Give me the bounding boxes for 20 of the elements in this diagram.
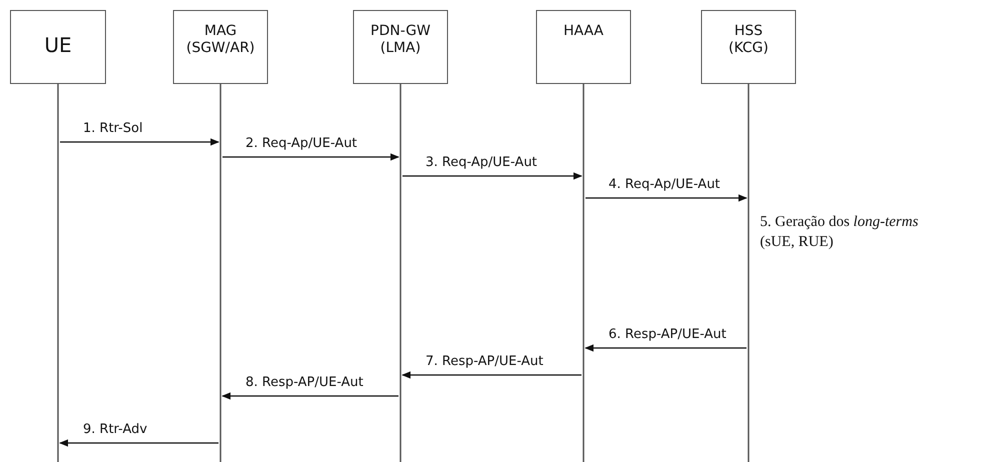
edge-label: 2. Req-Ap/UE-Aut	[244, 136, 358, 151]
edge-label: 8. Resp-AP/UE-Aut	[244, 375, 364, 390]
participant-name: HSS (KCG)	[728, 23, 770, 57]
message-arrow	[402, 172, 582, 180]
message-arrow	[586, 194, 748, 202]
step-note: 5. Geração dos long-terms (sUE, RUE)	[760, 213, 920, 252]
message-arrow	[584, 344, 746, 352]
message-arrow	[59, 439, 218, 447]
participant-name: PDN-GW (LMA)	[370, 23, 432, 57]
message-arrow	[222, 153, 400, 161]
message-arrow	[222, 392, 398, 400]
participant-name: MAG (SGW/AR)	[186, 23, 255, 57]
message-arrow	[402, 371, 582, 379]
edge-label: 6. Resp-AP/UE-Aut	[608, 327, 728, 342]
edge-label: 3. Req-Ap/UE-Aut	[424, 155, 538, 170]
edge-label: 7. Resp-AP/UE-Aut	[424, 354, 544, 369]
participant-name: UE	[44, 32, 72, 57]
edge-label: 4. Req-Ap/UE-Aut	[608, 177, 722, 192]
participant-name: HAAA	[563, 23, 604, 40]
message-arrow	[60, 138, 220, 146]
